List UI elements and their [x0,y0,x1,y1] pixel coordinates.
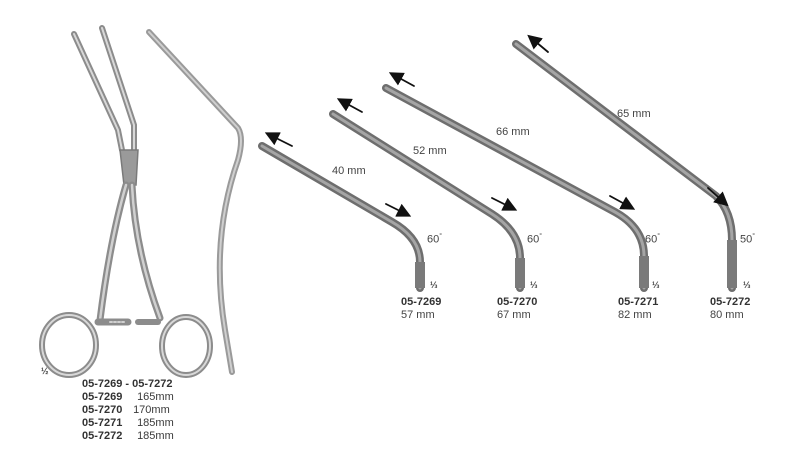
jaw-angle-label: 60° [427,233,443,246]
jaw-length-label: 52 mm [413,145,447,157]
jaw-angle-label: 60° [527,233,543,246]
clamp-side-view [146,29,244,375]
product-code: 05-7271 [82,417,123,429]
table-row: 05-7271 185mm [82,417,174,429]
jaw-code: 05-7270 [497,296,538,308]
product-code: 05-7272 [82,430,123,442]
jaw-code: 05-7269 [401,296,442,308]
table-row: 05-7269 165mm [82,391,174,403]
product-length: 185mm [137,430,174,442]
jaw-length-label: 65 mm [617,108,651,120]
clamp-front-view [39,25,213,378]
jaw-05-7269 [258,132,425,292]
table-row: 05-7270 170mm [82,404,170,416]
product-length: 170mm [133,404,170,416]
jaw-05-7272 [512,34,737,292]
jaw-05-7270 [329,98,525,292]
jaw-code: 05-7271 [618,296,659,308]
jaw-angle-label: 60° [645,233,661,246]
product-code: 05-7269 [82,391,123,403]
code-range-header: 05-7269 - 05-7272 [82,378,173,390]
jaw-total-length: 82 mm [618,309,652,321]
jaw-scale-label: ⅓ [743,280,751,290]
jaw-total-length: 80 mm [710,309,744,321]
jaw-angle-label: 50° [740,233,756,246]
jaw-total-length: 67 mm [497,309,531,321]
product-code: 05-7270 [82,404,123,416]
jaw-scale-label: ⅓ [530,280,538,290]
jaw-length-label: 66 mm [496,126,530,138]
jaw-scale-label: ⅓ [430,280,438,290]
jaw-05-7271 [382,72,649,292]
table-row: 05-7272 185mm [82,430,174,442]
jaw-total-length: 57 mm [401,309,435,321]
jaw-length-label: 40 mm [332,165,366,177]
scale-label-main: ½ [41,366,49,376]
jaw-code: 05-7272 [710,296,751,308]
product-length: 165mm [137,391,174,403]
product-length: 185mm [137,417,174,429]
jaw-scale-label: ⅓ [652,280,660,290]
